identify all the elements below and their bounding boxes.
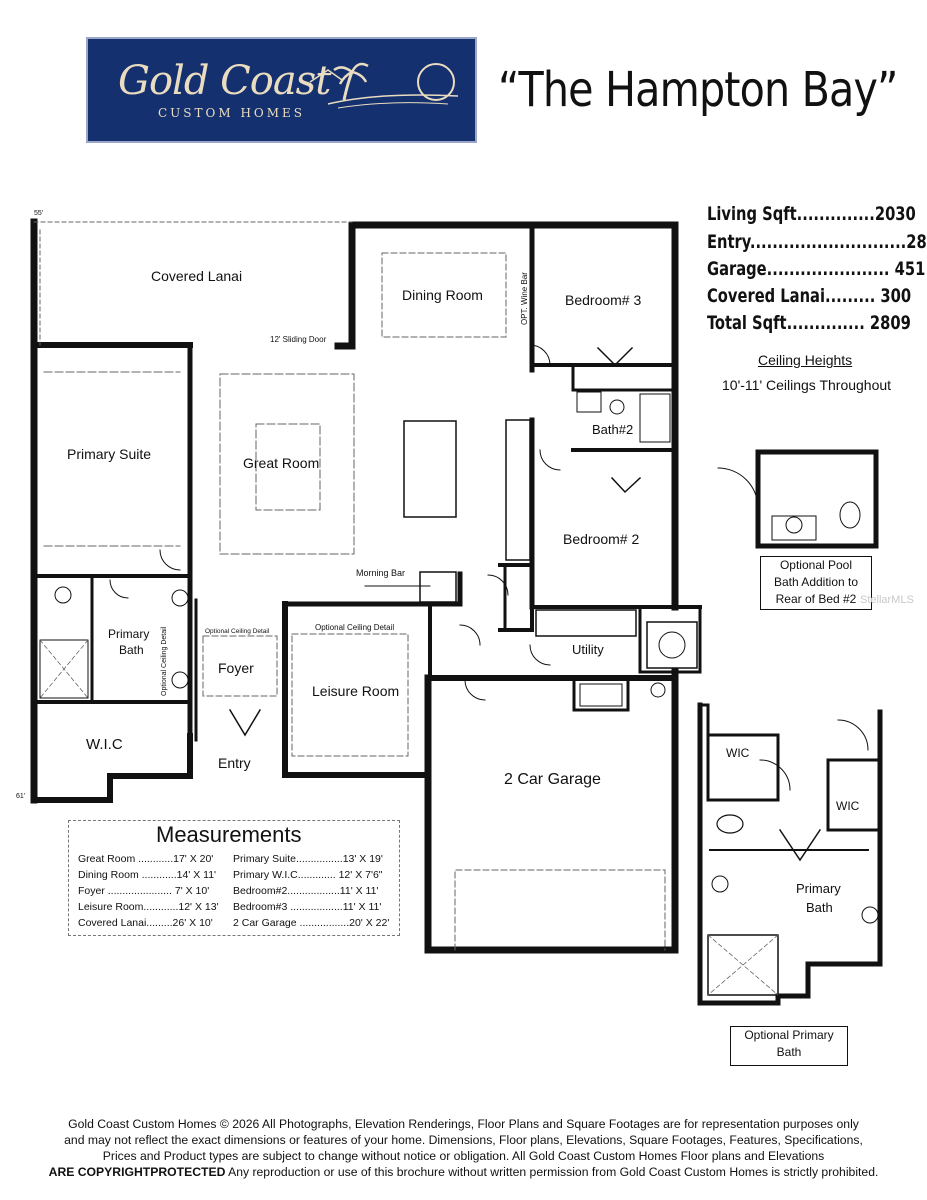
footer-line-2: and may not reflect the exact dimensions… bbox=[64, 1133, 863, 1147]
measurement-right-2: Bedroom#2..................11' X 11' bbox=[233, 885, 379, 897]
sqft-entry: Entry............................28 bbox=[707, 231, 927, 253]
label-opt-ceiling-leisure: Optional Ceiling Detail bbox=[315, 623, 394, 632]
logo-name: Gold Coast bbox=[118, 58, 331, 104]
optional-primary-bath-label: Optional Primary Bath bbox=[730, 1026, 848, 1066]
measurement-right-3: Bedroom#3 ..................11' X 11' bbox=[233, 901, 382, 913]
room-wic: W.I.C bbox=[86, 736, 123, 753]
sqft-lanai: Covered Lanai......... 300 bbox=[707, 285, 912, 307]
room-utility: Utility bbox=[572, 642, 604, 657]
sqft-total: Total Sqft.............. 2809 bbox=[707, 312, 911, 334]
room-bedroom-2: Bedroom# 2 bbox=[563, 531, 639, 547]
room-opt-primary: Primary bbox=[796, 881, 841, 896]
optional-pool-bath-label: Optional Pool Bath Addition to Rear of B… bbox=[760, 556, 872, 610]
measurement-left-4: Covered Lanai.........26' X 10' bbox=[78, 917, 213, 929]
room-leisure: Leisure Room bbox=[312, 683, 399, 699]
footer-disclaimer: Gold Coast Custom Homes © 2026 All Photo… bbox=[8, 1116, 919, 1180]
label-opt-ceiling-foyer: Optional Ceiling Detail bbox=[205, 628, 270, 635]
ceiling-heights-text: 10'-11' Ceilings Throughout bbox=[722, 377, 892, 393]
logo-subtitle: CUSTOM HOMES bbox=[158, 106, 306, 120]
dimension-top: 55' bbox=[34, 210, 43, 217]
room-entry: Entry bbox=[218, 755, 251, 771]
room-bedroom-3: Bedroom# 3 bbox=[565, 292, 641, 308]
room-foyer: Foyer bbox=[218, 660, 254, 676]
room-primary-bath: Primary bbox=[108, 627, 149, 641]
measurements-box bbox=[68, 820, 400, 936]
pool-bath-line2: Bath Addition to bbox=[773, 575, 859, 589]
footer-line-3: Prices and Product types are subject to … bbox=[102, 1149, 825, 1163]
room-dining: Dining Room bbox=[402, 287, 483, 303]
label-wine-bar: OPT. Wine Bar bbox=[520, 272, 529, 325]
measurement-right-0: Primary Suite................13' X 19' bbox=[233, 853, 383, 865]
measurement-left-3: Leisure Room............12' X 13' bbox=[78, 901, 219, 913]
watermark: StellarMLS bbox=[860, 594, 914, 606]
room-primary-suite: Primary Suite bbox=[67, 446, 151, 462]
measurements-title: Measurements bbox=[156, 822, 302, 847]
footer-line-4: ARE COPYRIGHTPROTECTED Any reproduction … bbox=[8, 1164, 919, 1180]
measurement-left-0: Great Room ............17' X 20' bbox=[78, 853, 214, 865]
room-opt-wic-2: WIC bbox=[836, 799, 860, 813]
floor-plan: Covered Lanai Dining Room OPT. Wine Bar … bbox=[16, 210, 883, 1006]
logo-palm-sun-icon bbox=[309, 62, 459, 109]
footer-line-4-text: Any reproduction or use of this brochure… bbox=[225, 1165, 879, 1179]
opt-primary-line2: Bath bbox=[776, 1045, 802, 1059]
pool-bath-line1: Optional Pool bbox=[779, 558, 853, 572]
room-opt-wic-1: WIC bbox=[726, 746, 750, 760]
footer-copyright-bold: ARE COPYRIGHTPROTECTED bbox=[48, 1165, 226, 1179]
logo bbox=[86, 37, 477, 143]
room-opt-primary-bath: Bath bbox=[806, 900, 833, 915]
room-covered-lanai: Covered Lanai bbox=[151, 268, 242, 284]
sqft-garage: Garage...................... 451 bbox=[707, 258, 926, 280]
measurement-left-1: Dining Room ............14' X 11' bbox=[78, 869, 217, 881]
label-morning-bar: Morning Bar bbox=[356, 568, 405, 578]
label-sliding-door: 12' Sliding Door bbox=[270, 335, 327, 344]
room-primary-bath-line2: Bath bbox=[119, 643, 144, 657]
sqft-living: Living Sqft..............2030 bbox=[707, 203, 916, 225]
measurement-left-2: Foyer ...................... 7' X 10' bbox=[78, 885, 210, 897]
room-bath-2: Bath#2 bbox=[592, 422, 633, 437]
opt-primary-line1: Optional Primary bbox=[744, 1028, 834, 1042]
measurement-right-4: 2 Car Garage .................20' X 22' bbox=[233, 917, 390, 929]
plan-title: “The Hampton Bay” bbox=[498, 62, 898, 118]
measurement-right-1: Primary W.I.C............. 12' X 7'6" bbox=[233, 869, 383, 881]
footer-line-1: Gold Coast Custom Homes © 2026 All Photo… bbox=[68, 1117, 859, 1131]
label-opt-ceiling-closet: Optional Ceiling Detail bbox=[161, 626, 168, 696]
dimension-left: 61' bbox=[16, 793, 25, 800]
room-garage: 2 Car Garage bbox=[504, 771, 601, 788]
pool-bath-line3: Rear of Bed #2 bbox=[775, 592, 857, 606]
room-great-room: Great Room bbox=[243, 455, 319, 471]
plan-walls bbox=[30, 218, 883, 1006]
ceiling-heights-title: Ceiling Heights bbox=[758, 352, 853, 368]
